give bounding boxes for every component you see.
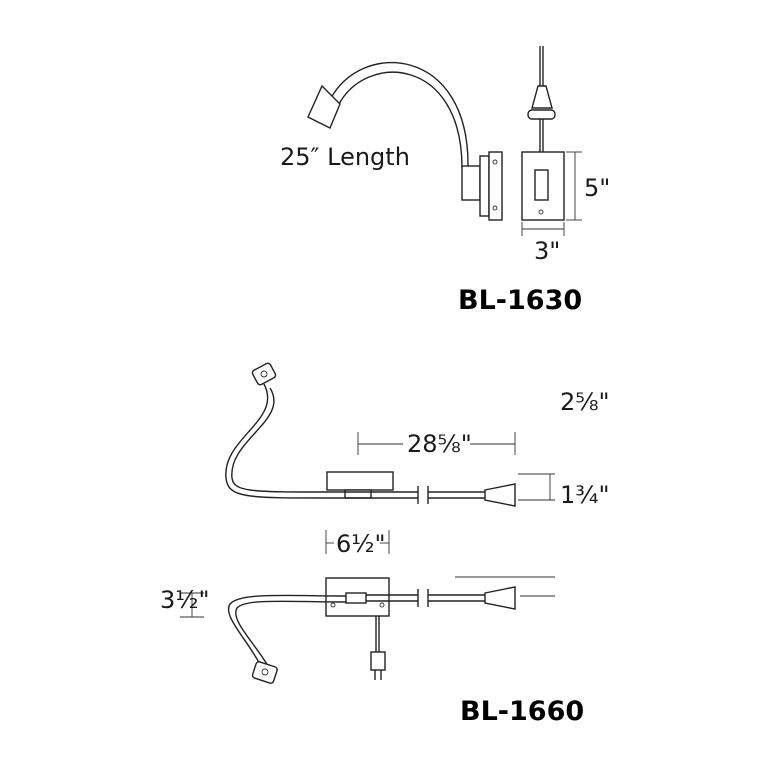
bl-1630-length-label: 25″ Length bbox=[280, 143, 410, 171]
bl-1660-model-label: BL-1660 bbox=[460, 696, 584, 727]
plug-icon bbox=[370, 651, 386, 671]
bl-1660-depth-label: 2⅝" bbox=[560, 388, 610, 416]
lamp-head-icon bbox=[251, 661, 278, 684]
lamp-head-icon bbox=[531, 85, 553, 109]
bl-1660-plate-width-label: 6½" bbox=[336, 530, 386, 558]
bl-1660-plate-height-label: 3½" bbox=[160, 586, 210, 614]
bl-1630-model-label: BL-1630 bbox=[458, 285, 582, 316]
bl-1630-side-view bbox=[307, 61, 503, 221]
bl-1660-top-view bbox=[225, 362, 555, 507]
lamp-head-icon bbox=[307, 84, 341, 129]
bl-1660-tip-height-label: 1¾" bbox=[560, 481, 610, 509]
bl-1630-front-view bbox=[521, 46, 582, 236]
bl-1660-length-label: 28⅝" bbox=[407, 430, 472, 458]
bl-1660-front-view bbox=[180, 530, 555, 684]
bl-1630-height-label: 5" bbox=[584, 174, 610, 202]
lamp-head-icon bbox=[251, 362, 277, 386]
bl-1630-width-label: 3" bbox=[534, 237, 560, 265]
